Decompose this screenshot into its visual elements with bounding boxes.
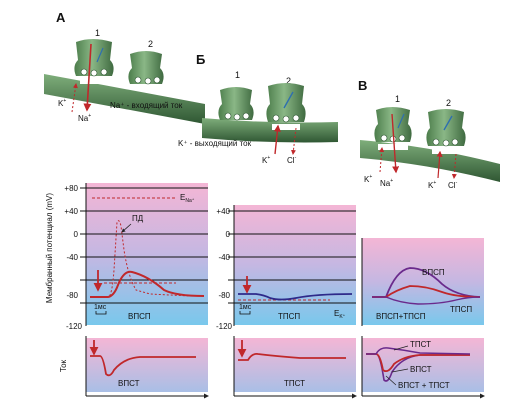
panel-c-k-ion-left: K+ [364, 174, 372, 184]
ipsc-label: ТПСТ [284, 379, 305, 388]
c-epsp-label: ВПСП [422, 268, 445, 277]
c-epsc-label: ВПСТ [410, 365, 432, 374]
panel-b-terminal-2-label: 2 [286, 76, 291, 86]
panel-a-letter: А [56, 10, 66, 25]
panel-c-terminal-1-label: 1 [395, 94, 400, 104]
ipsp-trace [238, 293, 353, 301]
panel-a-terminal-2 [128, 51, 164, 84]
panel-a-terminal-1-label: 1 [95, 28, 100, 38]
panel-a-k-arrow [71, 83, 78, 113]
potential-a-tick-p80: +80 [64, 184, 78, 193]
panel-b-current-label: K⁺ - выходящий ток [178, 139, 252, 148]
potential-plot-b: +40 0 -40 -80 -120 1мс ТПСП EK⁺ [216, 205, 356, 331]
panel-c-k-arrow-right [436, 150, 443, 179]
potential-plot-a: +80 +40 0 -40 -80 -120 ENa⁺ ПД 1мс ВПСП [64, 183, 208, 331]
c-ipsp-trace [372, 296, 481, 305]
potential-b-tick-0: 0 [226, 230, 231, 239]
panel-c-k-arrow-left [379, 147, 385, 173]
panel-c-channel-mark-1 [397, 113, 405, 129]
potential-b-tick-m80: -80 [218, 291, 230, 300]
epsp-trace [90, 270, 205, 298]
time-scale-bar-a [95, 311, 107, 315]
potential-b-tick-p40: +40 [216, 207, 230, 216]
ek-label: EK⁺ [334, 309, 346, 320]
panel-a-na-ion: Na+ [78, 113, 91, 123]
panel-b-terminal-1 [218, 87, 254, 120]
panel-c-channel-mark-2 [443, 115, 453, 131]
panel-b-cl-ion: Cl- [287, 155, 297, 165]
panel-c: В 1 2 K+ Na+ K+ Cl- [358, 78, 500, 190]
panel-a-channel-mark [96, 47, 104, 63]
potential-b-tick-m120: -120 [216, 322, 233, 331]
ena-label: ENa⁺ [180, 193, 195, 204]
c-ipsc-label: ТПСТ [410, 340, 431, 349]
panel-b-terminal-1-label: 1 [235, 70, 240, 80]
potential-plot-c-background [362, 238, 484, 325]
ipsp-label: ТПСП [278, 312, 300, 321]
current-y-label: Ток [59, 359, 68, 372]
epsc-label: ВПСТ [118, 379, 140, 388]
c-ipsc-trace [366, 347, 471, 355]
potential-a-tick-m80: -80 [66, 291, 78, 300]
panel-a-current-label: Na⁺ - входящий ток [110, 101, 183, 110]
potential-y-label: Мембранный потенциал (mV) [45, 193, 54, 303]
panel-b-cl-arrow [290, 127, 297, 155]
potential-b-tick-m40: -40 [218, 253, 230, 262]
epsc-trace [90, 355, 196, 377]
c-sum-current-trace [366, 353, 470, 373]
c-sum-label: ВПСП+ТПСП [376, 312, 426, 321]
c-sum-current-label: ВПСТ + ТПСТ [398, 381, 450, 390]
ipsc-trace [238, 352, 346, 361]
panel-b-terminal-2 [266, 83, 306, 122]
panel-c-cl-arrow [451, 153, 457, 179]
c-ipsp-label: ТПСП [450, 305, 472, 314]
time-scale-label-a: 1мс [94, 304, 107, 311]
ap-label: ПД [132, 214, 144, 223]
potential-a-tick-p40: +40 [64, 207, 78, 216]
current-plot-a: ВПСТ [85, 336, 209, 399]
panel-b-k-ion: K+ [262, 155, 270, 165]
potential-plot-b-background [234, 205, 356, 325]
current-plot-b: ТПСТ [233, 336, 357, 399]
potential-a-tick-m40: -40 [66, 253, 78, 262]
panel-a: А 1 2 K+ Na+ Na⁺ - входящий ток [44, 10, 205, 124]
ap-label-pointer [121, 223, 132, 233]
panel-c-na-arrow [391, 113, 400, 174]
current-plot-b-background [234, 338, 356, 392]
panel-c-cl-ion: Cl- [448, 180, 458, 190]
panel-c-na-ion: Na+ [380, 178, 393, 188]
current-plot-c: ТПСТ ВПСТ ВПСТ + ТПСТ [361, 336, 485, 399]
panel-a-k-ion: K+ [58, 98, 66, 108]
panel-c-letter: В [358, 78, 367, 93]
panel-c-k-ion-right: K+ [428, 180, 436, 190]
panel-b-channel-mark [283, 91, 294, 109]
time-scale-label-b: 1мс [239, 304, 252, 311]
panel-b: Б 1 2 K⁺ - выходящий ток K+ Cl- [178, 52, 338, 165]
c-epsp-trace [372, 267, 481, 298]
time-scale-bar-b [239, 311, 251, 315]
potential-plot-c: ВПСП ТПСП ВПСП+ТПСП [361, 238, 484, 326]
panel-b-letter: Б [196, 52, 205, 67]
epsp-label: ВПСП [128, 312, 151, 321]
potential-a-tick-m120: -120 [66, 322, 83, 331]
panel-a-terminal-2-label: 2 [148, 39, 153, 49]
potential-a-tick-0: 0 [74, 230, 79, 239]
panel-a-membrane [44, 74, 205, 124]
panel-b-membrane [202, 118, 338, 143]
c-sum-trace [372, 285, 481, 298]
panel-b-k-arrow [273, 124, 281, 155]
panel-a-na-arrow [83, 43, 92, 112]
current-plot-a-background [86, 338, 208, 392]
potential-plot-a-background [86, 183, 208, 325]
panel-a-terminal-1 [74, 39, 114, 76]
panel-c-terminal-2-label: 2 [446, 98, 451, 108]
action-potential-trace [90, 220, 191, 298]
